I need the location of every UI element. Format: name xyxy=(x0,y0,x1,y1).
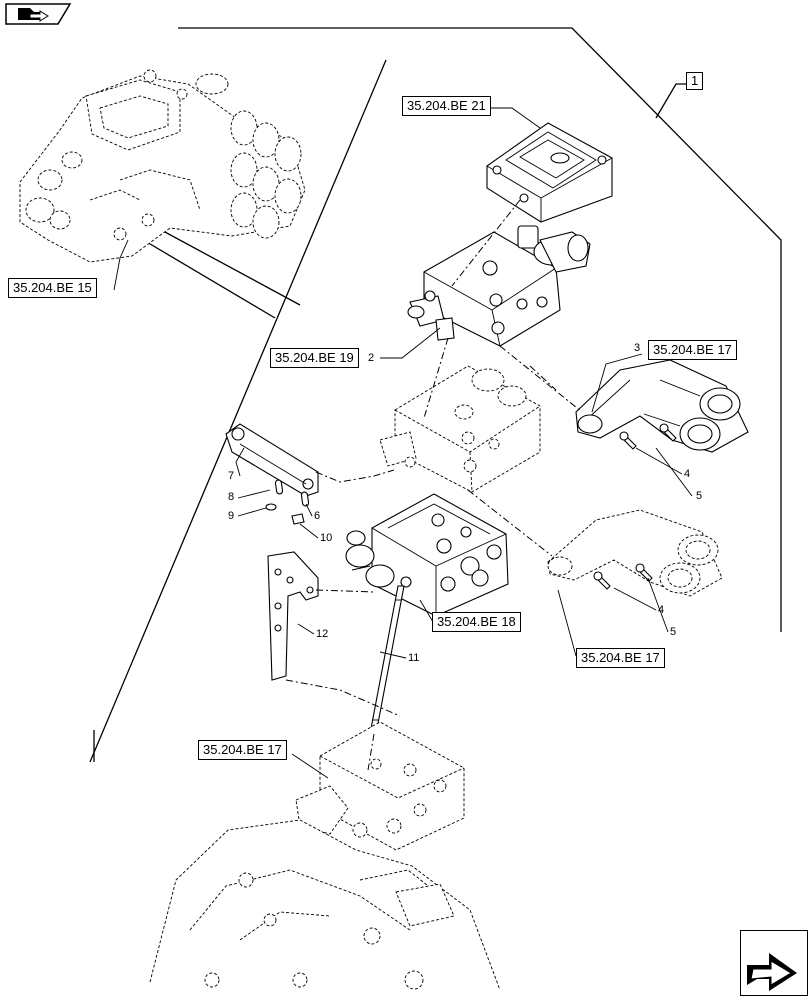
ref-box-be17-bottom[interactable]: 35.204.BE 17 xyxy=(198,740,287,760)
book-icon[interactable] xyxy=(5,3,72,28)
overview-valve-assembly xyxy=(19,69,306,263)
callout-4-lower: 4 xyxy=(658,604,665,616)
callout-10: 10 xyxy=(320,532,333,544)
callout-1[interactable]: 1 xyxy=(686,72,704,90)
ref-box-be19[interactable]: 35.204.BE 19 xyxy=(270,348,359,368)
ref-box-be17-mid[interactable]: 35.204.BE 17 xyxy=(576,648,665,668)
screws xyxy=(593,423,677,590)
callout-7: 7 xyxy=(228,470,235,482)
callout-5-lower: 5 xyxy=(670,626,677,638)
valve-section-middle xyxy=(379,365,541,493)
valve-section-lower xyxy=(345,493,509,617)
next-page-arrow-icon[interactable] xyxy=(740,930,808,996)
callout-8: 8 xyxy=(228,491,235,503)
leader-lines xyxy=(113,107,693,779)
tie-rod xyxy=(369,585,405,735)
callout-11: 11 xyxy=(408,652,420,664)
valve-cover-plate xyxy=(486,122,613,223)
coupler-assembly-lower xyxy=(547,509,723,597)
linkage-parts xyxy=(225,423,319,525)
callout-4-upper: 4 xyxy=(684,468,691,480)
callout-5-upper: 5 xyxy=(696,490,703,502)
valve-section-upper xyxy=(407,225,591,347)
ref-box-be15[interactable]: 35.204.BE 15 xyxy=(8,278,97,298)
base-valve-and-housing xyxy=(149,721,501,991)
ref-box-be21[interactable]: 35.204.BE 21 xyxy=(402,96,491,116)
callout-12: 12 xyxy=(316,628,329,640)
bracket-plate xyxy=(267,551,319,681)
ref-box-be17-top[interactable]: 35.204.BE 17 xyxy=(648,340,737,360)
coupler-assembly-upper xyxy=(575,359,749,453)
ref-box-be18[interactable]: 35.204.BE 18 xyxy=(432,612,521,632)
alignment-lines xyxy=(285,199,583,771)
callout-2: 2 xyxy=(368,352,375,364)
frame-lines xyxy=(89,27,782,763)
callout-3: 3 xyxy=(634,342,641,354)
callout-9: 9 xyxy=(228,510,235,522)
callout-6: 6 xyxy=(314,510,321,522)
